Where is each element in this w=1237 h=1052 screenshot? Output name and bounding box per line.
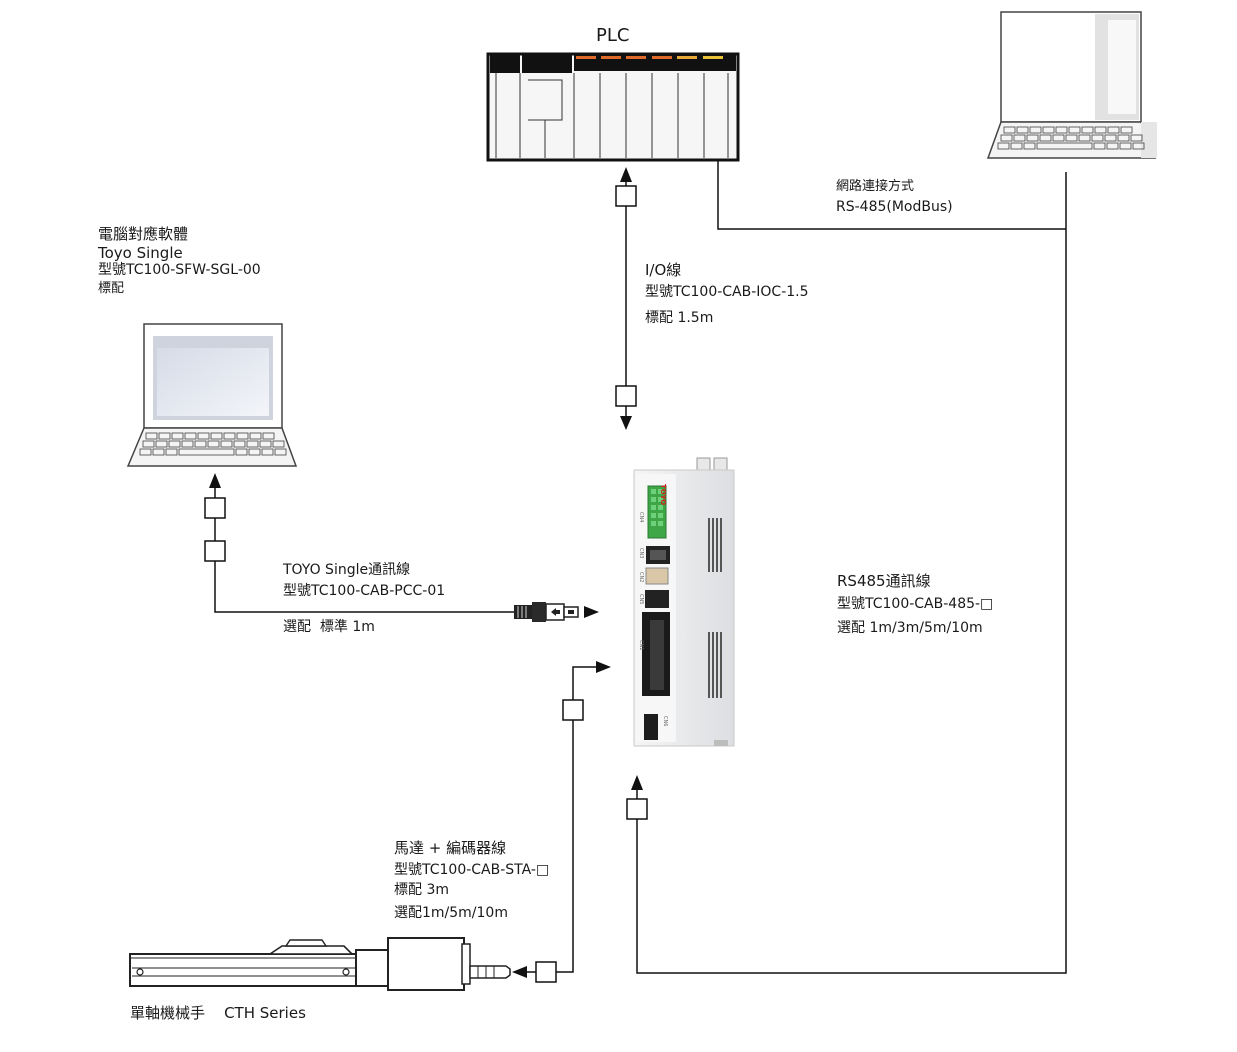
svg-text:CN6: CN6: [662, 716, 668, 726]
pc-connector-top: [204, 497, 226, 519]
io-cable-title: I/O線: [645, 261, 682, 279]
usb-plug: [514, 602, 579, 622]
rs485-cable-model: 型號TC100-CAB-485-□: [837, 596, 994, 612]
controller-brand: TOYO: [659, 484, 667, 506]
software-note: 標配: [98, 281, 125, 296]
svg-text:CN2: CN2: [638, 572, 644, 582]
pc-cable-note: 選配 標準 1m: [283, 619, 375, 635]
motor-cable-model: 型號TC100-CAB-STA-□: [394, 862, 550, 878]
motor-cable-line: [520, 666, 602, 973]
software-model: 型號TC100-SFW-SGL-00: [98, 262, 261, 278]
rs485-cable-line: [636, 172, 1067, 974]
svg-text:CN5: CN5: [638, 594, 644, 604]
motor-cable-note2: 選配1m/5m/10m: [394, 905, 508, 921]
io-cable-note: 標配 1.5m: [645, 310, 714, 326]
network-line1: 網路連接方式: [836, 179, 915, 194]
io-arrow-up: [620, 167, 632, 182]
rs485-cable-note: 選配 1m/3m/5m/10m: [837, 620, 983, 636]
io-cable-model: 型號TC100-CAB-IOC-1.5: [645, 284, 809, 300]
pc-arrow-up: [209, 473, 221, 488]
rs485-connector: [626, 798, 648, 820]
actuator-unit: [129, 937, 511, 991]
motor-arrow-left: [512, 966, 527, 978]
software-title: 電腦對應軟體: [98, 225, 189, 243]
network-cable-line: [717, 160, 1066, 230]
pc-cable-line: [214, 482, 518, 613]
motor-cable-title: 馬達 + 編碼器線: [394, 839, 507, 857]
svg-text:CN4: CN4: [638, 512, 644, 522]
pc-cable-title: TOYO Single通訊線: [283, 562, 411, 578]
io-connector-bottom: [615, 385, 637, 407]
software-name: Toyo Single: [98, 244, 183, 262]
actuator-label: 單軸機械手 CTH Series: [130, 1004, 306, 1022]
laptop-software-icon: [126, 323, 298, 467]
motor-cable-note1: 標配 3m: [394, 882, 449, 898]
motor-connector-bottom: [535, 961, 557, 983]
network-line2: RS-485(ModBus): [836, 199, 953, 215]
plc-title: PLC: [596, 25, 630, 46]
svg-text:CN1: CN1: [638, 640, 644, 650]
rs485-cable-title: RS485通訊線: [837, 572, 931, 590]
svg-text:CN3: CN3: [638, 548, 644, 558]
pc-cable-model: 型號TC100-CAB-PCC-01: [283, 583, 446, 599]
io-connector-top: [615, 185, 637, 207]
io-arrow-down: [620, 416, 632, 430]
laptop-network-icon: [986, 11, 1157, 159]
rs485-arrow-up: [631, 775, 643, 790]
plc-unit: [486, 52, 740, 162]
motor-connector-top: [562, 699, 584, 721]
pc-arrow-right: [584, 606, 599, 618]
controller-unit: CN4 CN3 CN2 CN5 CN1 CN6: [633, 457, 735, 747]
motor-arrow-right: [596, 661, 611, 673]
pc-connector-bottom: [204, 540, 226, 562]
